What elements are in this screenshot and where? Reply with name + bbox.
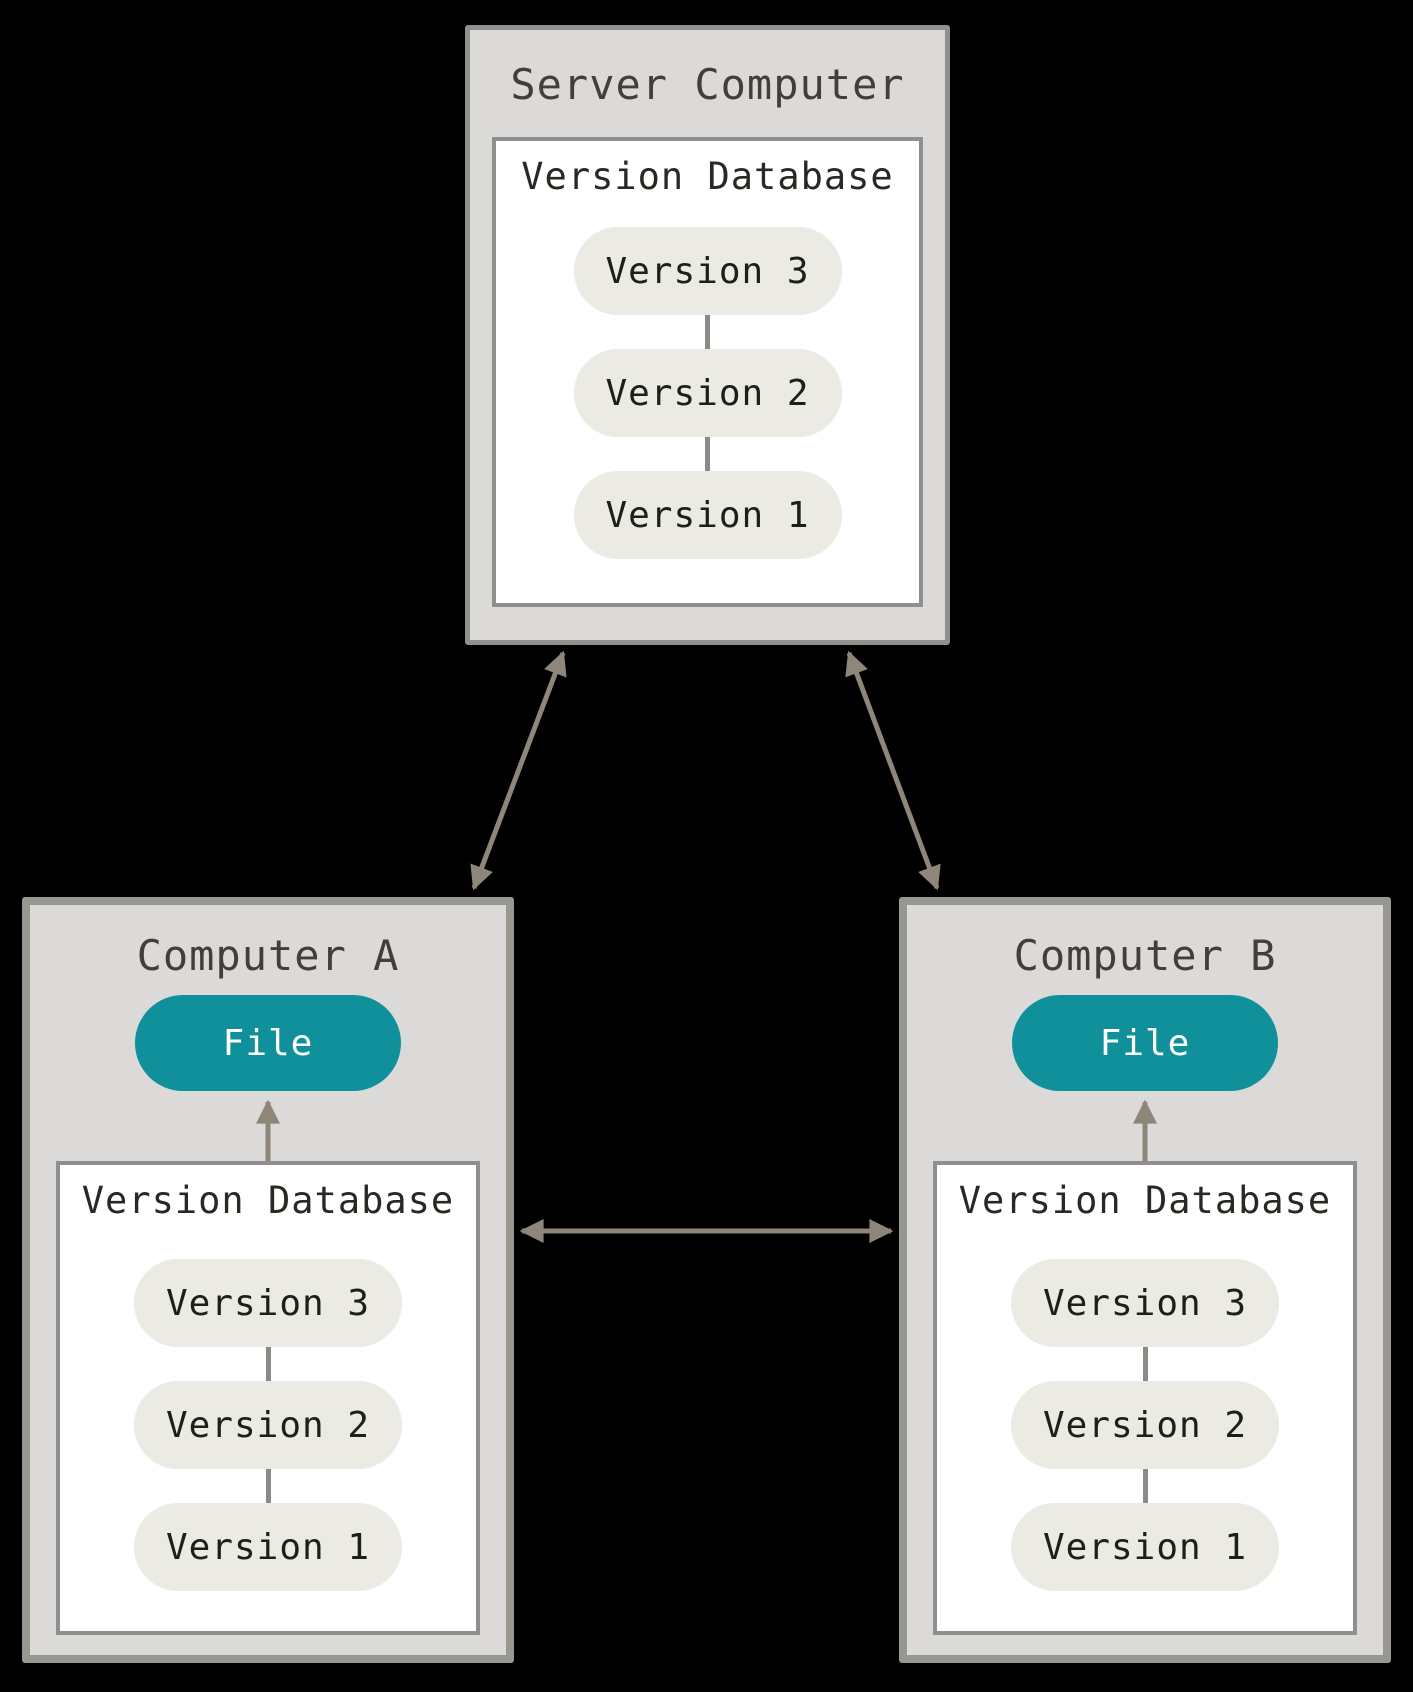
server-version-database-panel: Version Database Version 3 Version 2 Ver…	[492, 137, 923, 607]
server-version-3-pill: Version 3	[573, 227, 842, 315]
computer-a-version-database-title: Version Database	[81, 1179, 455, 1222]
arrow-server-to-computer-b	[845, 650, 941, 891]
computer-b-version-2-pill: Version 2	[1011, 1381, 1279, 1469]
computer-b-title: Computer B	[1013, 931, 1277, 980]
computer-a-title: Computer A	[136, 931, 400, 980]
computer-a-box: Computer A File Version Database Version…	[22, 897, 514, 1663]
version-connector-line	[705, 315, 710, 349]
computer-a-version-2-pill: Version 2	[134, 1381, 402, 1469]
version-connector-line	[265, 1347, 271, 1381]
computer-b-file-pill: File	[1012, 995, 1278, 1091]
computer-b-version-database-title: Version Database	[958, 1179, 1332, 1222]
server-version-1-pill: Version 1	[573, 471, 842, 559]
version-connector-line	[1142, 1469, 1148, 1503]
computer-b-version-database-panel: Version Database Version 3 Version 2 Ver…	[933, 1161, 1357, 1635]
server-version-2-pill: Version 2	[573, 349, 842, 437]
computer-a-version-database-panel: Version Database Version 3 Version 2 Ver…	[56, 1161, 480, 1635]
computer-b-version-3-pill: Version 3	[1011, 1259, 1279, 1347]
version-connector-line	[265, 1469, 271, 1503]
version-connector-line	[705, 437, 710, 471]
server-version-database-title: Version Database	[521, 155, 894, 198]
computer-a-file-pill: File	[135, 995, 401, 1091]
computer-b-version-1-pill: Version 1	[1011, 1503, 1279, 1591]
server-computer-box: Server Computer Version Database Version…	[465, 25, 950, 645]
server-computer-title: Server Computer	[510, 60, 905, 109]
version-connector-line	[1142, 1347, 1148, 1381]
arrow-server-to-computer-a	[470, 650, 567, 891]
computer-a-version-3-pill: Version 3	[134, 1259, 402, 1347]
computer-a-version-1-pill: Version 1	[134, 1503, 402, 1591]
computer-b-box: Computer B File Version Database Version…	[899, 897, 1391, 1663]
